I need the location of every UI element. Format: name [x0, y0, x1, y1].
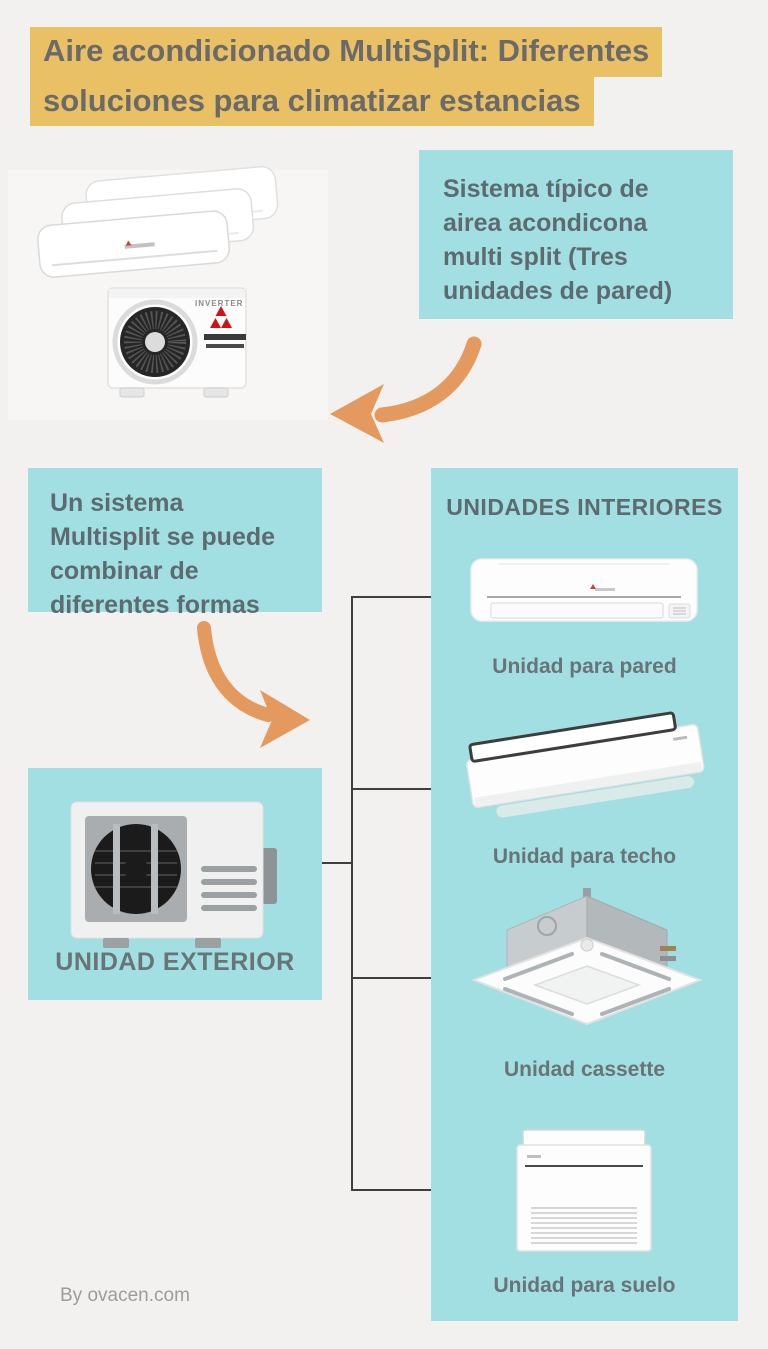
mitsubishi-logo — [210, 306, 232, 328]
interior-units-header: UNIDADES INTERIORES — [446, 494, 723, 520]
interior-units-panel: UNIDADES INTERIORES Unidad para pared Un… — [431, 468, 738, 1321]
typical-system-callout: Sistema típico de airea acondicona multi… — [419, 150, 733, 319]
wall-unit-icon — [470, 558, 698, 622]
page-title-line2: soluciones para climatizar estancias — [30, 76, 594, 127]
cassette-unit-label: Unidad cassette — [503, 1058, 666, 1081]
ceiling-unit-icon — [465, 711, 705, 818]
page-title-line1: Aire acondicionado MultiSplit: Diferente… — [30, 27, 663, 77]
cassette-unit-icon — [471, 888, 703, 1026]
floor-unit-icon — [516, 1129, 652, 1252]
multisplit-system-photo: INVERTER — [8, 165, 328, 420]
wall-unit-front — [37, 210, 231, 278]
wall-unit-label: Unidad para pared — [492, 655, 677, 678]
outdoor-unit-photo: INVERTER — [107, 287, 247, 398]
exterior-unit-panel: UNIDAD EXTERIOR — [28, 768, 322, 1000]
outdoor-unit-icon — [70, 801, 277, 948]
credit-text: By ovacen.com — [60, 1285, 190, 1306]
exterior-unit-label: UNIDAD EXTERIOR — [55, 948, 295, 976]
connector-vertical — [351, 596, 353, 1191]
arrow-down-right-icon — [197, 621, 310, 748]
combine-callout: Un sistema Multisplit se puede combinar … — [28, 468, 322, 619]
connector-to-ceiling-unit — [353, 788, 463, 790]
connector-to-cassette-unit — [353, 977, 487, 979]
page-title: Aire acondicionado MultiSplit: Diferente… — [30, 27, 663, 127]
arrow-left-icon — [330, 336, 482, 443]
inverter-badge: INVERTER — [195, 299, 243, 308]
connector-to-wall-unit — [353, 596, 470, 598]
ceiling-unit-label: Unidad para techo — [492, 845, 677, 868]
floor-unit-label: Unidad para suelo — [493, 1274, 676, 1297]
